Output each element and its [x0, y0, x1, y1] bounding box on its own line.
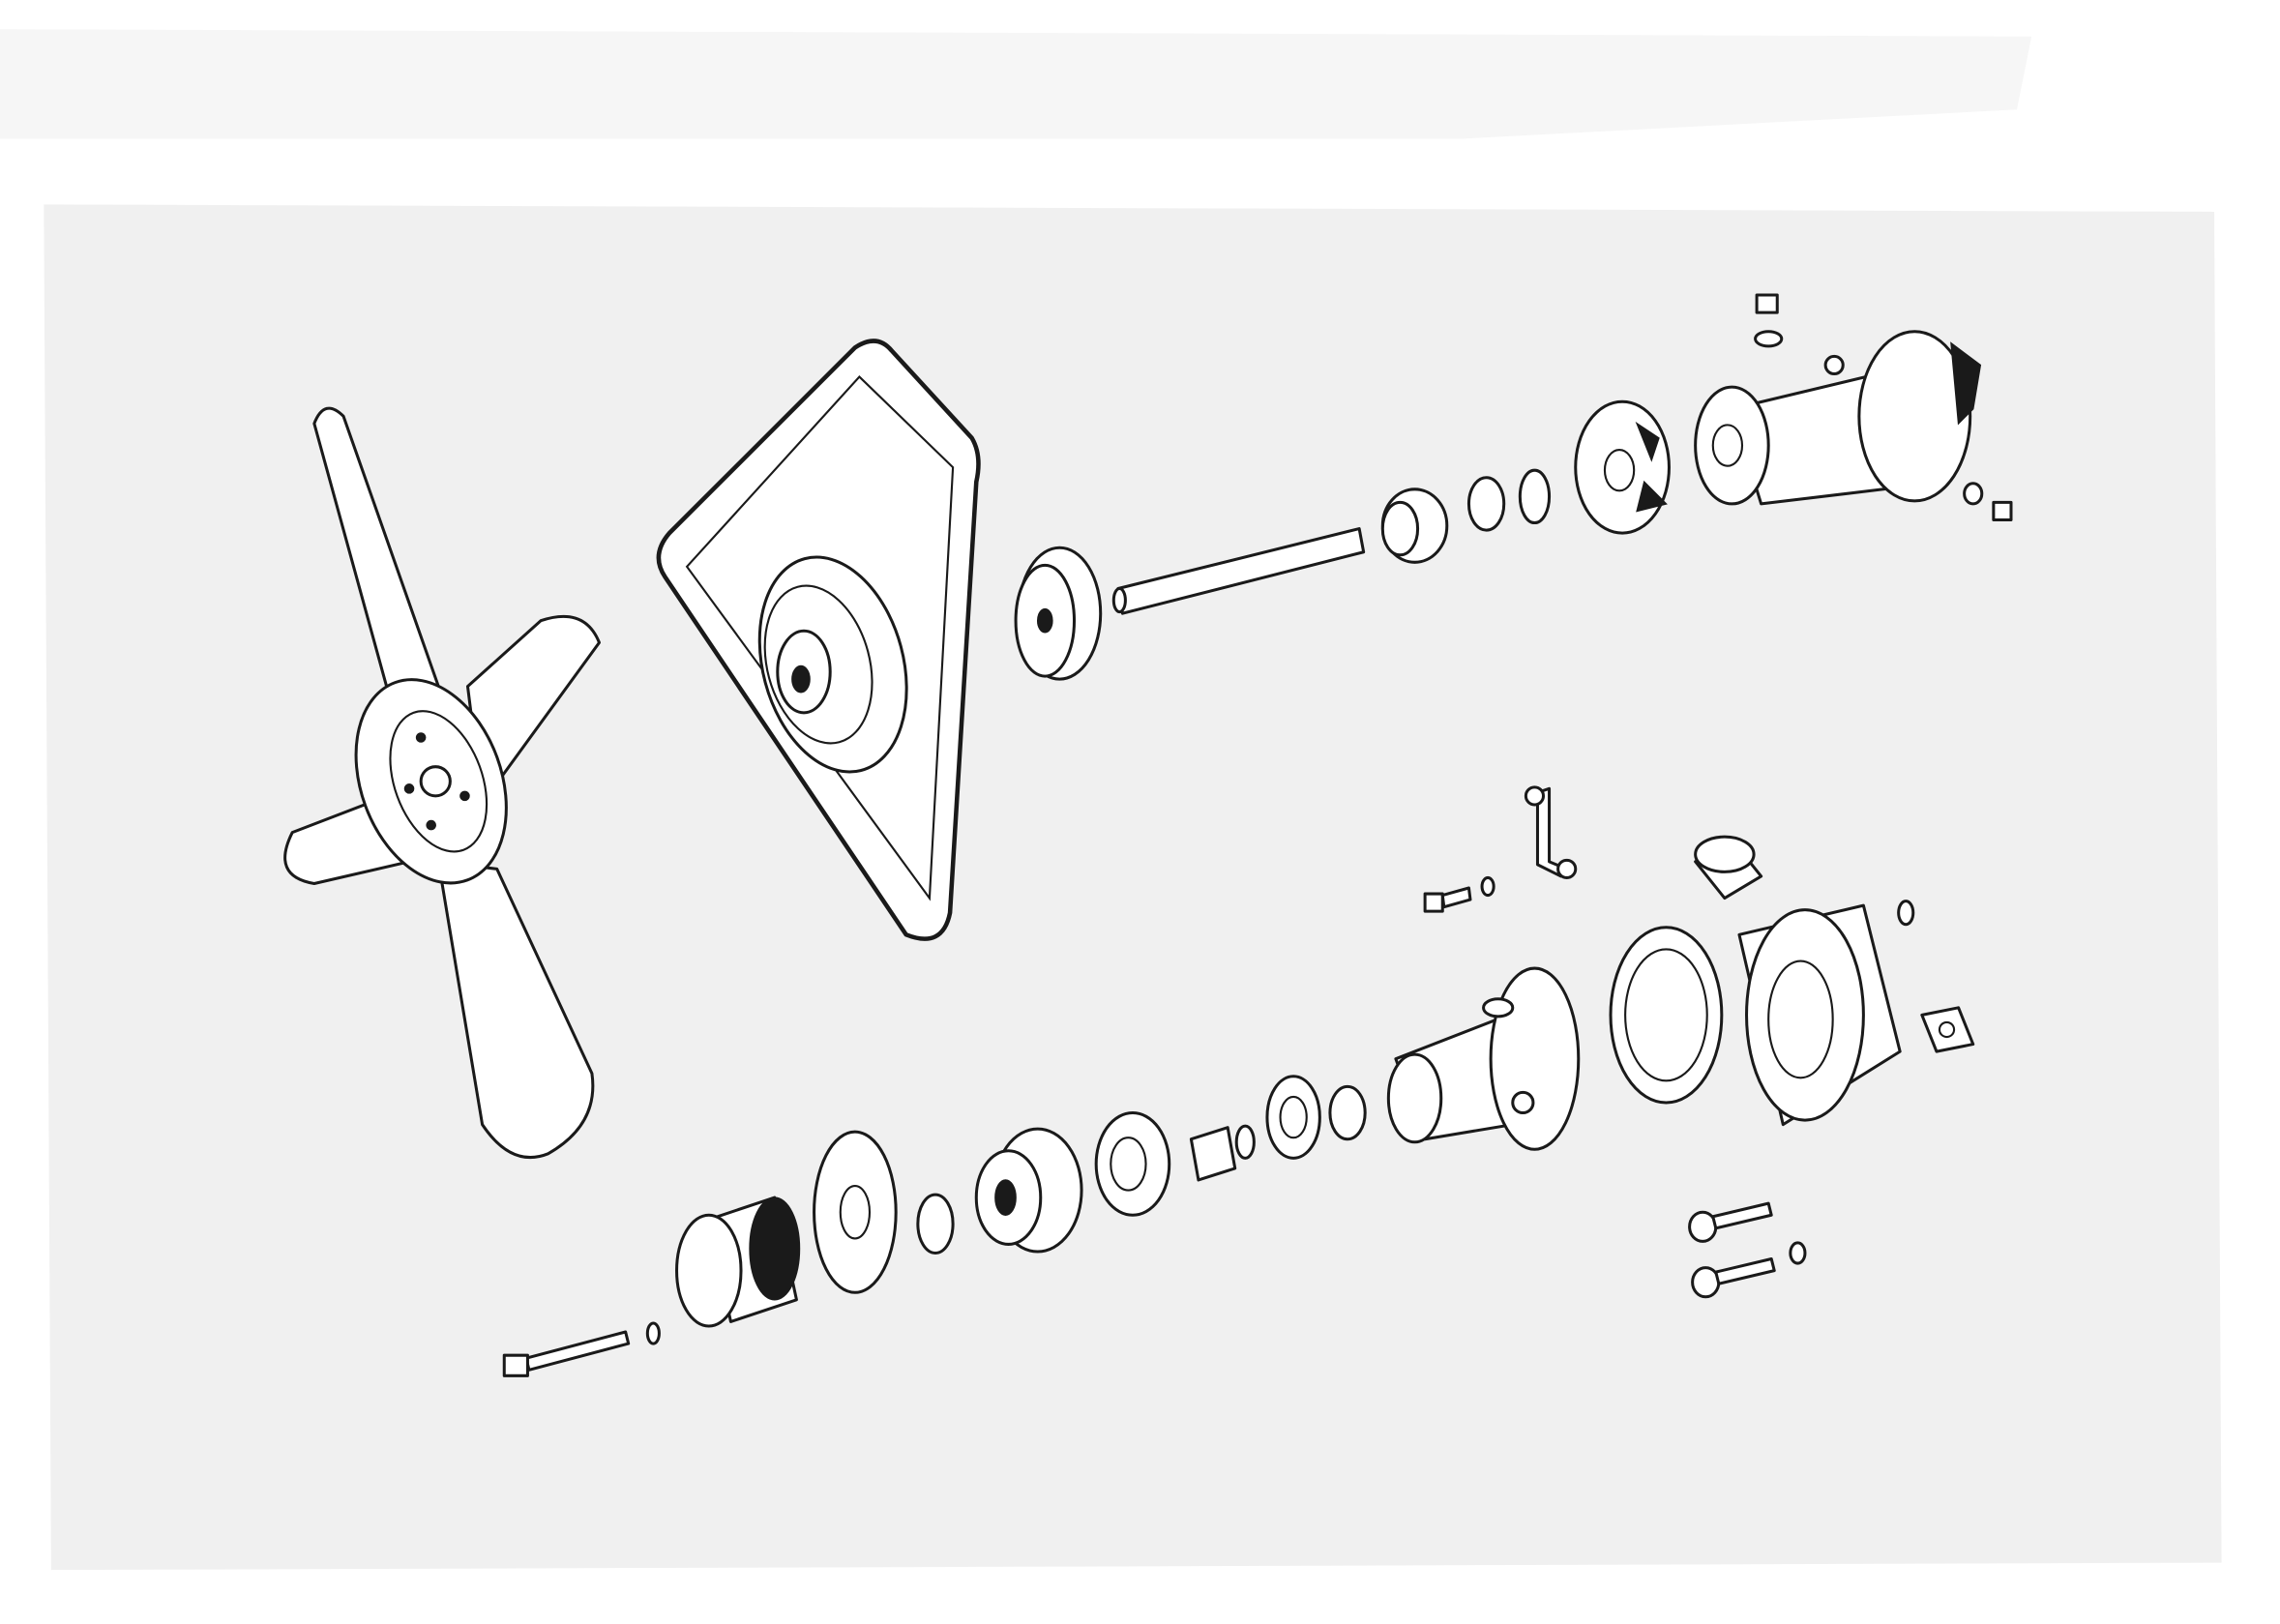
plate [813, 1130, 898, 1294]
pump-housing [1694, 835, 1902, 1127]
washer-top [1754, 330, 1784, 348]
pulley-sleeve [675, 1196, 801, 1328]
pump-body [1694, 330, 1982, 506]
scan-tint [44, 204, 2222, 1571]
bearing-sleeve [1380, 487, 1449, 564]
bearing-housing [1386, 966, 1581, 1151]
fan [283, 406, 601, 1159]
snap-ring [1234, 1124, 1256, 1160]
ball-bearing-1 [1094, 1111, 1171, 1217]
circlip [1518, 468, 1552, 525]
long-bolt [502, 1330, 631, 1377]
gasket [1609, 926, 1724, 1105]
fan-blade-top [312, 406, 440, 718]
washer-drain [1963, 482, 1984, 506]
small-bolt [1423, 886, 1472, 913]
pulley [757, 555, 908, 774]
bolt-washer [1789, 1241, 1807, 1265]
seal [1328, 1084, 1367, 1141]
impeller [1574, 399, 1671, 535]
fan-blade-right [465, 615, 601, 805]
plug-top [1755, 293, 1779, 314]
housing-bolt-1 [1688, 1201, 1773, 1243]
small-gasket [1920, 1006, 1975, 1053]
fan-blade-bottom [436, 860, 595, 1159]
bracket [1524, 785, 1578, 879]
housing-bolt-2 [1691, 1257, 1776, 1299]
washer-side [1897, 900, 1915, 927]
small-washer [1480, 875, 1495, 898]
pulley-hub [974, 1127, 1083, 1254]
ball-bearing-2 [1265, 1075, 1321, 1160]
spacer-tube [1189, 1126, 1237, 1182]
seal-ring [1466, 476, 1506, 532]
scan-tint-top [0, 29, 2032, 139]
plug-drain [1992, 500, 2013, 522]
shaft [1111, 527, 1366, 615]
hub-flange [1014, 546, 1103, 681]
lock-washer [645, 1321, 661, 1345]
washer [916, 1193, 955, 1255]
